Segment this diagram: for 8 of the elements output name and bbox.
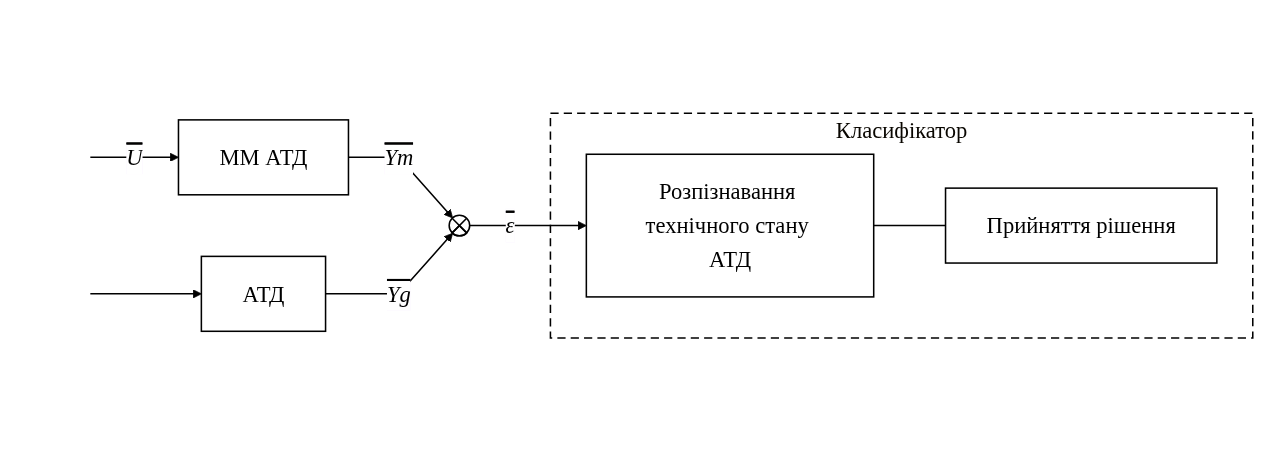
node-box: Розпізнавання технічного стану АТД xyxy=(585,153,875,299)
edge-label: ε xyxy=(505,213,515,239)
node-box: Прийняття рішення xyxy=(944,187,1218,265)
arrow xyxy=(89,289,202,299)
edge-label: Yg xyxy=(386,281,411,308)
edge-label: Ym xyxy=(384,144,414,171)
node-box: АТД xyxy=(200,256,327,333)
node-box: ММ АТД xyxy=(177,119,350,196)
